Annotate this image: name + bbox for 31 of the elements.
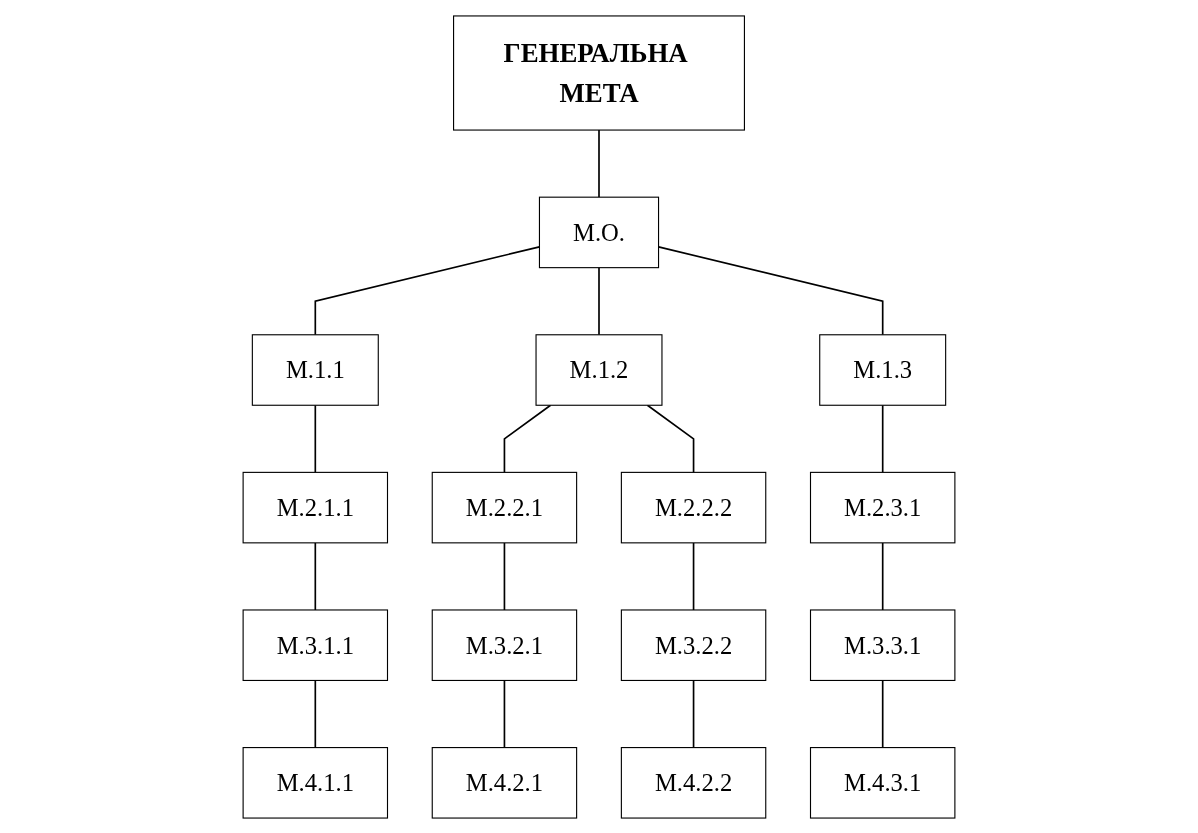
connector <box>503 679 506 748</box>
node-box: М.О. <box>538 196 660 268</box>
node-box: М.1.2 <box>535 333 663 406</box>
node-box: М.2.3.1 <box>809 471 956 543</box>
connector <box>503 541 506 611</box>
connector <box>314 403 317 473</box>
connector <box>314 541 317 611</box>
connector <box>881 679 884 748</box>
node-box: М.3.3.1 <box>809 608 956 681</box>
node-box: М.3.2.2 <box>620 608 767 681</box>
node-box: М.2.2.1 <box>431 471 578 543</box>
connector <box>598 266 600 336</box>
connector <box>646 403 695 473</box>
connector <box>503 403 552 473</box>
node-box: М.4.3.1 <box>809 746 956 819</box>
node-box: М.4.2.2 <box>620 746 767 819</box>
node-box: ГЕНЕРАЛЬНА МЕТА <box>453 14 745 131</box>
node-box: М.3.2.1 <box>431 608 578 681</box>
connector <box>692 679 695 748</box>
connector <box>692 541 695 611</box>
node-box: М.1.3 <box>819 333 947 406</box>
node-box: М.2.2.2 <box>620 471 767 543</box>
connector <box>314 679 317 748</box>
node-box: М.4.2.1 <box>431 746 578 819</box>
node-box: М.1.1 <box>251 333 379 406</box>
connector <box>881 403 884 473</box>
connector <box>598 128 600 198</box>
node-box: М.3.1.1 <box>242 608 389 681</box>
node-box: М.2.1.1 <box>242 471 389 543</box>
node-box: М.4.1.1 <box>242 746 389 819</box>
connector <box>881 541 884 611</box>
